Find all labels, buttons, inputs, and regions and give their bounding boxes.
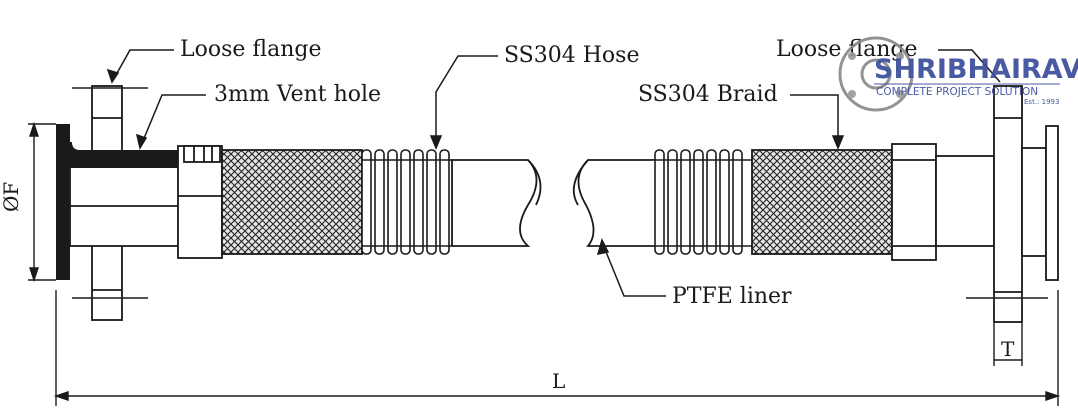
label-braid: SS304 Braid [638, 82, 778, 107]
right-stub-end-face [1045, 125, 1059, 281]
right-braid [751, 149, 893, 255]
label-hose: SS304 Hose [504, 43, 639, 68]
left-end-assembly [56, 85, 223, 321]
dimension-length: L [552, 369, 565, 393]
label-liner: PTFE liner [672, 284, 792, 309]
left-stub-end-face [56, 124, 70, 280]
right-end-assembly [891, 85, 1059, 323]
left-braid [221, 149, 363, 255]
right-hose-break [572, 159, 656, 247]
company-logo: SHRIBHAIRAV COMPLETE PROJECT SOLUTION Es… [838, 36, 1078, 112]
logo-established: Est.: 1993 [1024, 98, 1059, 106]
left-hose-break [451, 159, 542, 247]
logo-name: SHRIBHAIRAV [874, 54, 1078, 85]
dimension-thickness: T [1001, 337, 1015, 361]
right-loose-flange [993, 85, 1023, 323]
leader-lines [106, 49, 1001, 297]
flange-logo-icon [838, 36, 914, 112]
logo-tagline: COMPLETE PROJECT SOLUTION [876, 86, 1038, 98]
left-corrugated-hose [361, 149, 452, 255]
dimension-lines [28, 87, 1061, 406]
left-stub-pipe [69, 159, 183, 247]
label-loose-flange-left: Loose flange [180, 37, 321, 62]
right-ferrule [891, 143, 937, 261]
right-stub-pipe [935, 155, 995, 247]
dimension-diameter: ØF [0, 182, 23, 212]
label-vent-hole: 3mm Vent hole [214, 82, 381, 107]
right-corrugated-hose [652, 149, 752, 255]
